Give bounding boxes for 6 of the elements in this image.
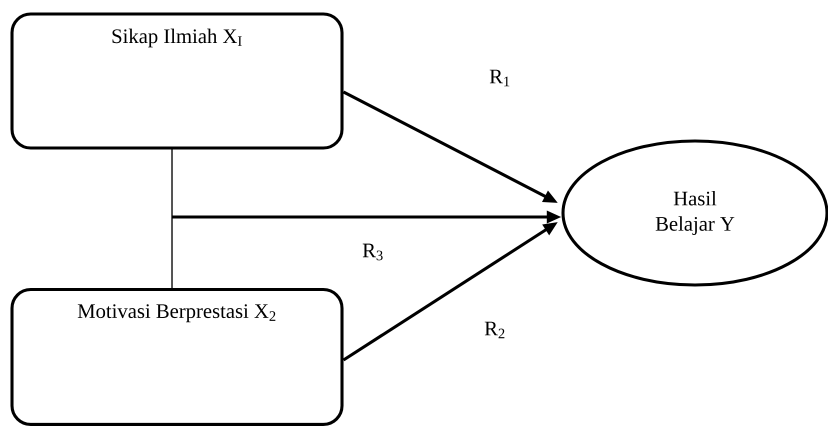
process-box: Motivasi Berprestasi X$_{2}$ bbox=[10, 288, 344, 426]
process-box: Sikap Ilmiah X$_{I}$ bbox=[10, 12, 344, 150]
edge-label: R$_{1}$ bbox=[490, 70, 510, 86]
edge-label: R$_{2}$ bbox=[484, 322, 504, 338]
edge-label: R$_{3}$ bbox=[362, 244, 383, 260]
connector-line bbox=[171, 150, 173, 288]
